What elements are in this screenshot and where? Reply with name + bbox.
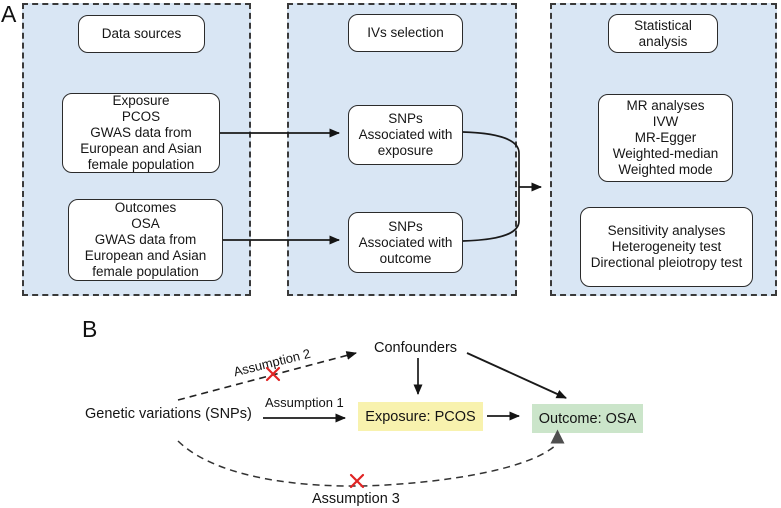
red-cross-icon [349, 473, 365, 489]
panel-a-label: A [1, 1, 17, 27]
dashed-arc-assumption-3 [177, 440, 557, 487]
exposure-pcos-node: Exposure: PCOS [358, 402, 483, 431]
genetic-variations-node: Genetic variations (SNPs) [85, 406, 252, 422]
confounders-node: Confounders [374, 340, 458, 356]
ivs-selection-header-box: IVs selection [348, 14, 463, 52]
outcome-osa-node: Outcome: OSA [532, 404, 643, 433]
assumption-3-label: Assumption 3 [312, 491, 400, 507]
assumption-1-label: Assumption 1 [265, 395, 344, 410]
panel-b-label: B [82, 316, 98, 342]
assumption-2-label: Assumption 2 [231, 345, 313, 380]
data-sources-header-box: Data sources [78, 15, 205, 53]
arrow-confounders-to-outcome [466, 352, 567, 399]
